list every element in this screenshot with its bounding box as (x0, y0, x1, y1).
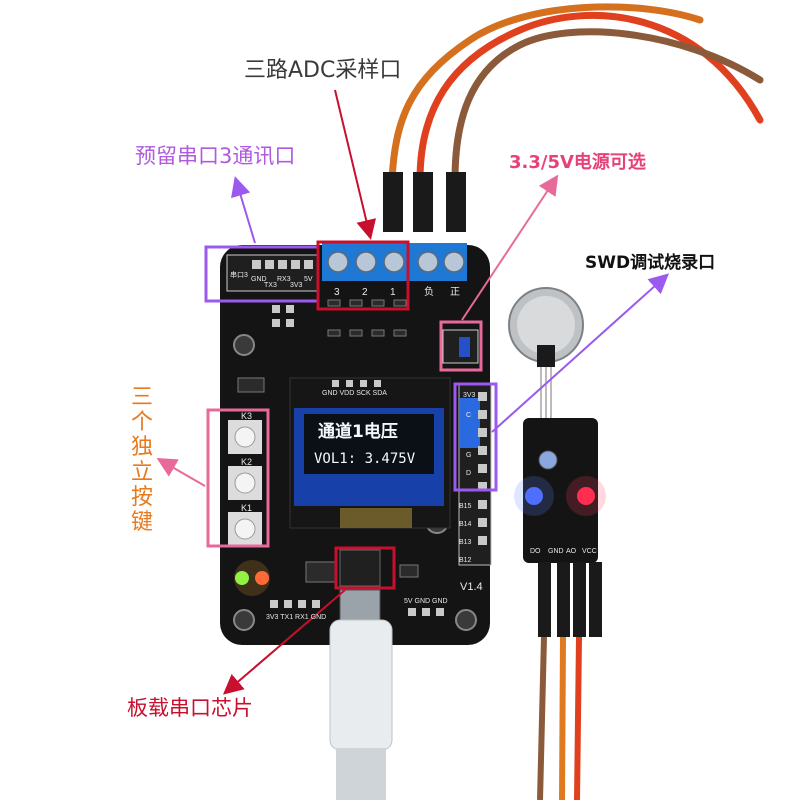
buttons-callout-char: 独 (130, 435, 153, 460)
jumper-pads (272, 305, 294, 327)
right-header-label: D (466, 470, 472, 477)
sensor-pin-label: VCC (582, 548, 597, 555)
uart-pin-label: 5V (304, 276, 313, 283)
bottom-left-header-label: 3V3 TX1 RX1 GND (266, 614, 327, 621)
sensor-blue-led (525, 487, 543, 505)
buttons-callout-char: 按 (130, 485, 153, 510)
sensor-red-led (577, 487, 595, 505)
sensor-potentiometer (538, 450, 558, 470)
bottom-right-header-label: 5V GND GND (404, 598, 448, 605)
red-led (255, 571, 269, 585)
buttons-callout-char: 三 (130, 385, 153, 410)
power-arrow (461, 174, 559, 321)
adc-label-3: 3 (334, 287, 340, 298)
mount-hole (233, 334, 255, 356)
button-label-k2: K2 (241, 457, 253, 467)
uart-pin-label: TX3 (264, 282, 277, 289)
sensor-pin-label: DO (530, 548, 541, 555)
buttons-callout-char: 个 (130, 410, 153, 435)
chip-callout-box (334, 546, 396, 590)
dupont-connector (446, 172, 466, 232)
button-label-k1: K1 (241, 503, 253, 513)
right-header-label: B15 (459, 503, 472, 510)
power-callout-box (439, 320, 483, 372)
adc-label-2: 2 (362, 287, 368, 298)
swd-arrow (491, 273, 669, 433)
uart-pin-label: 3V3 (290, 282, 303, 289)
sensor-pin-label: GND (548, 548, 564, 555)
top-wires (388, 3, 764, 184)
dupont-connector (383, 172, 403, 232)
oled-line2: VOL1: 3.475V (314, 451, 416, 467)
board-version: V1.4 (460, 581, 483, 593)
terminal-screws (327, 251, 465, 273)
right-header-pins (478, 392, 487, 545)
oled-header-pins (332, 380, 381, 387)
green-led (235, 571, 249, 585)
usb-cable (336, 748, 386, 800)
sensor-wires (537, 562, 602, 800)
right-header-label: 3V3 (463, 392, 476, 399)
right-header-label: C (466, 412, 472, 419)
right-header-label: G (466, 452, 472, 459)
right-header-label: B14 (459, 521, 472, 528)
right-header-label: B12 (459, 557, 472, 564)
buttons-callout-char: 立 (130, 460, 153, 485)
oled-flex-cable (340, 508, 412, 528)
smd-components (237, 299, 419, 583)
uart-pin-label: RX3 (277, 276, 291, 283)
chip-callout-label: 板载串口芯片 (127, 696, 253, 720)
power-callout-label: 3.3/5V电源可选 (509, 152, 646, 173)
uart-pin-label: GND (251, 276, 267, 283)
dupont-connector (413, 172, 433, 232)
serial-chip (339, 549, 381, 587)
usb-plug (339, 589, 381, 621)
buttons-callout-box (206, 408, 270, 548)
buttons-arrow (156, 457, 206, 487)
button-label-k3: K3 (241, 411, 253, 421)
swd-callout-label: SWD调试烧录口 (585, 253, 716, 273)
usb-connector-housing (329, 619, 393, 751)
uart-header-pins (252, 260, 313, 269)
chip-arrow (222, 589, 346, 695)
led-glow (234, 560, 270, 596)
terminal-label-pos: 正 (450, 287, 460, 298)
adc-callout-label: 三路ADC采样口 (244, 58, 402, 83)
oled-line1: 通道1电压 (318, 422, 398, 442)
button-group (228, 420, 262, 546)
uart3-arrow (231, 176, 256, 244)
adc-callout-box (316, 240, 410, 311)
adc-label-1: 1 (390, 287, 396, 298)
jumper-cap (459, 337, 470, 357)
swd-callout-box (453, 382, 498, 492)
mount-hole (455, 609, 477, 631)
sensor-transistor (537, 345, 555, 367)
microphone-face (517, 296, 575, 354)
bottom-header-pads (270, 600, 444, 616)
terminal-label-neg: 负 (424, 287, 434, 298)
right-header-highlight (460, 398, 480, 448)
mount-hole (233, 609, 255, 631)
oled-screen (304, 414, 434, 474)
buttons-callout-char: 键 (130, 510, 153, 535)
adc-arrow (334, 89, 376, 240)
uart3-callout-label: 预留串口3通讯口 (135, 144, 296, 168)
sensor-pin-label: AO (566, 548, 577, 555)
uart-header-label: 串口3 (230, 272, 248, 279)
oled-header-label: GND VDD SCK SDA (322, 390, 387, 397)
right-header-label: B13 (459, 539, 472, 546)
